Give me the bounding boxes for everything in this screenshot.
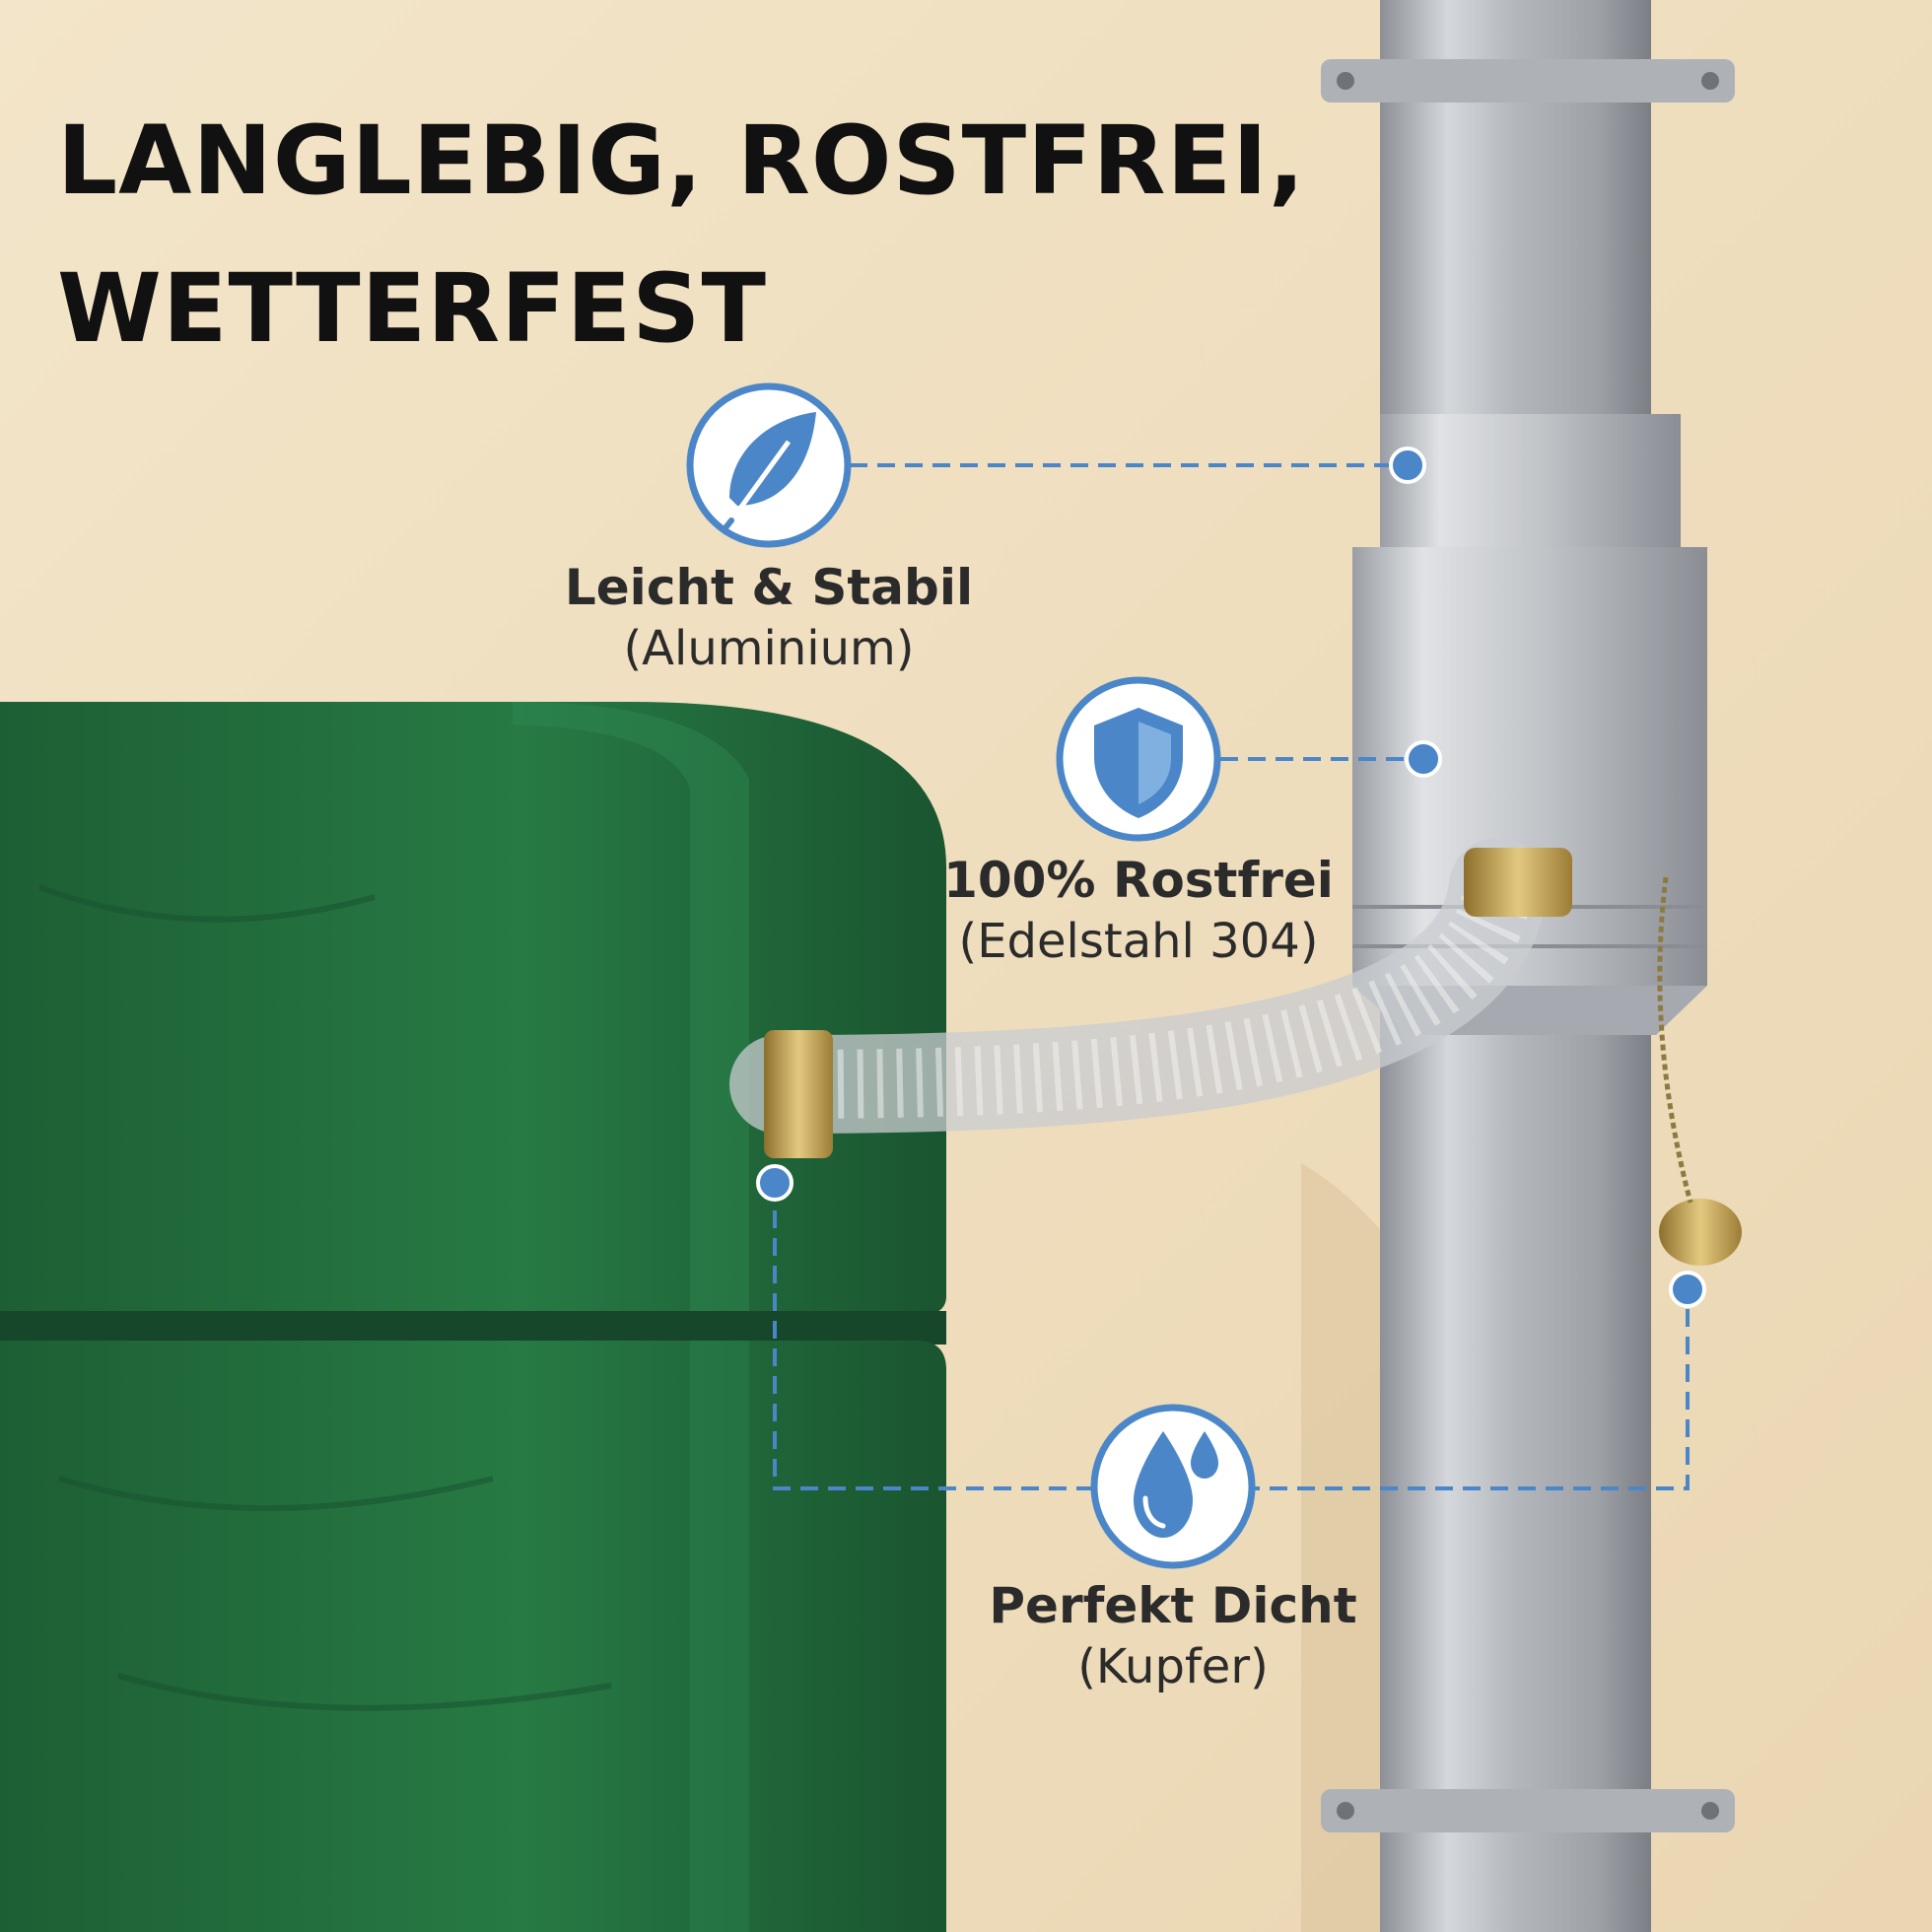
feature-title: Leicht & Stabil [564,559,974,616]
brass-cap [1659,1199,1742,1266]
feature-label-aluminium: Leicht & Stabil (Aluminium) [552,557,986,679]
feature-subtitle: (Edelstahl 304) [958,914,1319,969]
pipe-bracket-bottom [1321,1789,1735,1832]
feature-label-stainless: 100% Rostfrei (Edelstahl 304) [917,850,1360,972]
connection-hose [729,838,1742,1266]
feature-title: Perfekt Dicht [989,1577,1357,1634]
feature-subtitle: (Aluminium) [623,621,915,676]
feature-subtitle: (Kupfer) [1077,1639,1269,1694]
callout-dot-copper-left [756,1164,794,1202]
cap-chain [1657,876,1693,1204]
collector-brass-coupling [1464,848,1572,917]
headline: LANGLEBIG, ROSTFREI, WETTERFEST [57,87,1305,382]
tank-brass-fitting [764,1030,833,1158]
rain-tank [0,702,946,1932]
shield-icon [1056,676,1221,842]
callout-dot-aluminium [1389,447,1426,484]
callout-dot-stainless [1405,740,1442,778]
pipe-bracket-top [1321,59,1735,103]
feature-label-copper: Perfekt Dicht (Kupfer) [966,1575,1380,1697]
headline-line-2: WETTERFEST [57,253,767,364]
feather-icon [686,382,852,548]
water-drops-icon [1090,1404,1256,1569]
feature-title: 100% Rostfrei [943,852,1334,909]
headline-line-1: LANGLEBIG, ROSTFREI, [57,105,1306,216]
callout-dot-copper-right [1669,1271,1706,1308]
